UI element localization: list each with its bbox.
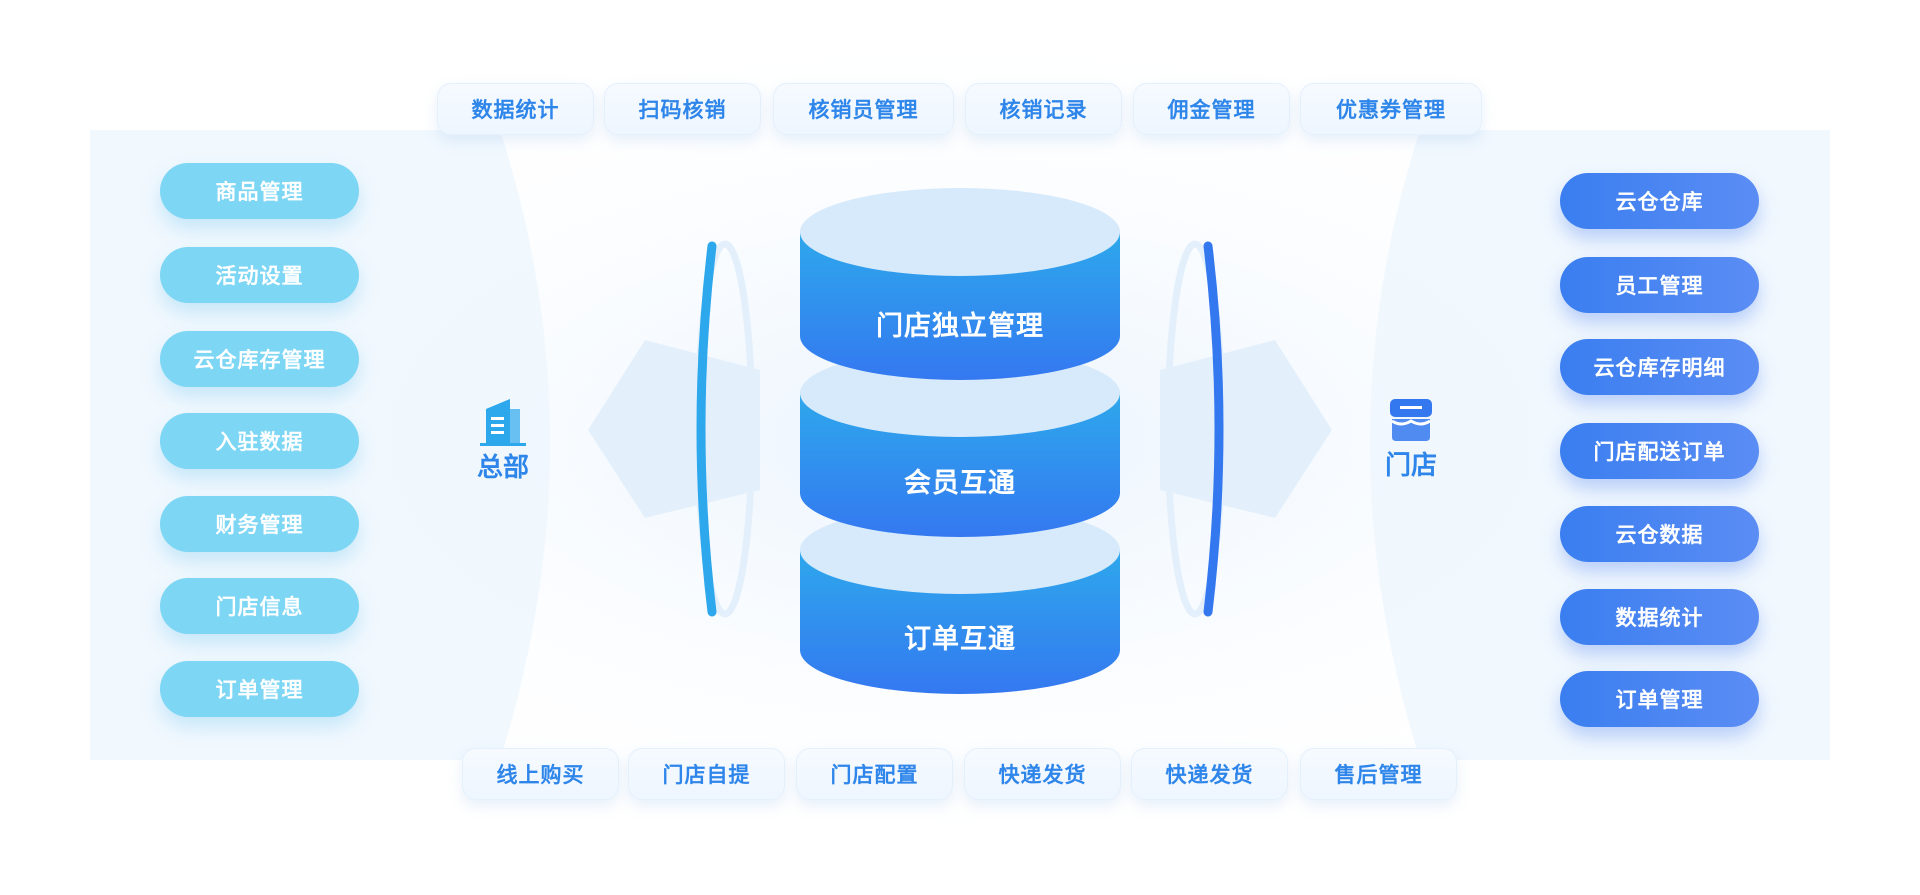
top-item-button[interactable]: 佣金管理 [1133, 83, 1290, 135]
right-item-pill[interactable]: 数据统计 [1560, 589, 1759, 645]
cylinder-label: 会员互通 [904, 468, 1016, 499]
top-item-button[interactable]: 优惠券管理 [1300, 83, 1482, 135]
left-item-pill[interactable]: 商品管理 [160, 163, 359, 219]
right-item-pill[interactable]: 员工管理 [1560, 257, 1759, 313]
top-item-button[interactable]: 核销员管理 [773, 83, 954, 135]
cylinder-segment-1 [800, 188, 1120, 380]
bottom-item-button[interactable]: 快递发货 [964, 748, 1121, 800]
right-item-pill[interactable]: 门店配送订单 [1560, 423, 1759, 479]
bottom-item-button[interactable]: 快递发货 [1131, 748, 1288, 800]
office-building-icon [480, 399, 526, 446]
bottom-item-button[interactable]: 门店自提 [628, 748, 785, 800]
storefront-icon [1390, 399, 1432, 441]
right-item-pill[interactable]: 云仓仓库 [1560, 173, 1759, 229]
bottom-item-button[interactable]: 门店配置 [796, 748, 953, 800]
hq-hub: 总部 [470, 395, 536, 484]
cylinder-label: 门店独立管理 [876, 311, 1044, 342]
left-item-pill[interactable]: 活动设置 [160, 247, 359, 303]
top-item-button[interactable]: 数据统计 [437, 83, 594, 135]
bottom-item-button[interactable]: 售后管理 [1300, 748, 1457, 800]
store-label: 门店 [1384, 451, 1437, 481]
left-item-pill[interactable]: 门店信息 [160, 578, 359, 634]
right-item-pill[interactable]: 云仓库存明细 [1560, 339, 1759, 395]
top-item-button[interactable]: 核销记录 [965, 83, 1122, 135]
left-item-pill[interactable]: 云仓库存管理 [160, 331, 359, 387]
right-item-pill[interactable]: 订单管理 [1560, 671, 1759, 727]
left-item-pill[interactable]: 入驻数据 [160, 413, 359, 469]
store-hub: 门店 [1378, 395, 1444, 482]
cylinder-label: 订单互通 [904, 624, 1016, 655]
right-item-pill[interactable]: 云仓数据 [1560, 506, 1759, 562]
bottom-item-button[interactable]: 线上购买 [462, 748, 619, 800]
hq-label: 总部 [476, 453, 529, 483]
left-item-pill[interactable]: 财务管理 [160, 496, 359, 552]
top-item-button[interactable]: 扫码核销 [604, 83, 761, 135]
left-item-pill[interactable]: 订单管理 [160, 661, 359, 717]
